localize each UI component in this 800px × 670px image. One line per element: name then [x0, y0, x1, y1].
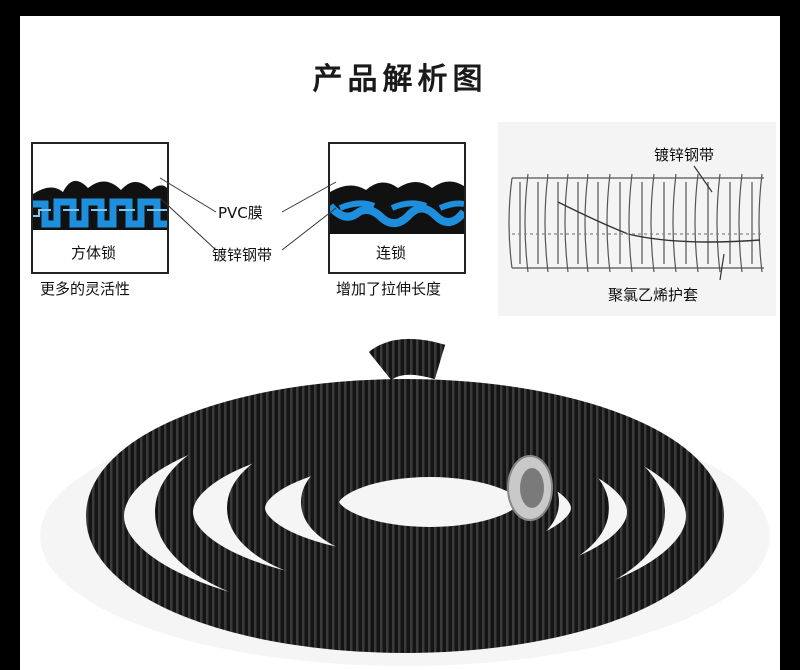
square-lock-diagram: 方体锁	[31, 142, 169, 274]
square-lock-label: 方体锁	[71, 244, 117, 262]
galvanized-steel-callout: 镀锌钢带	[212, 246, 273, 264]
interlock-caption: 增加了拉伸长度	[336, 280, 442, 298]
pvc-film-callout: PVC膜	[218, 204, 263, 222]
interlock-diagram: 连锁	[328, 142, 466, 274]
callout-lines	[159, 177, 337, 251]
square-lock-profile	[33, 180, 167, 230]
coiled-hose-drawing	[40, 338, 770, 666]
product-detail-page: 产品解析图 方体锁 更多的灵活性 连锁 增加了拉伸长度 PVC膜 镀锌钢带	[20, 16, 780, 670]
page-title: 产品解析图	[312, 62, 488, 97]
steel-strip-label: 镀锌钢带	[654, 146, 715, 164]
tube-structure-diagram: 镀锌钢带 聚氯乙烯护套	[498, 122, 776, 316]
interlock-label: 连锁	[376, 244, 407, 262]
coiled-hose-image	[20, 336, 780, 670]
square-lock-caption: 更多的灵活性	[40, 280, 131, 298]
interlock-profile	[330, 181, 464, 234]
pvc-jacket-label: 聚氯乙烯护套	[608, 286, 699, 304]
tube-outline-drawing	[508, 165, 764, 281]
